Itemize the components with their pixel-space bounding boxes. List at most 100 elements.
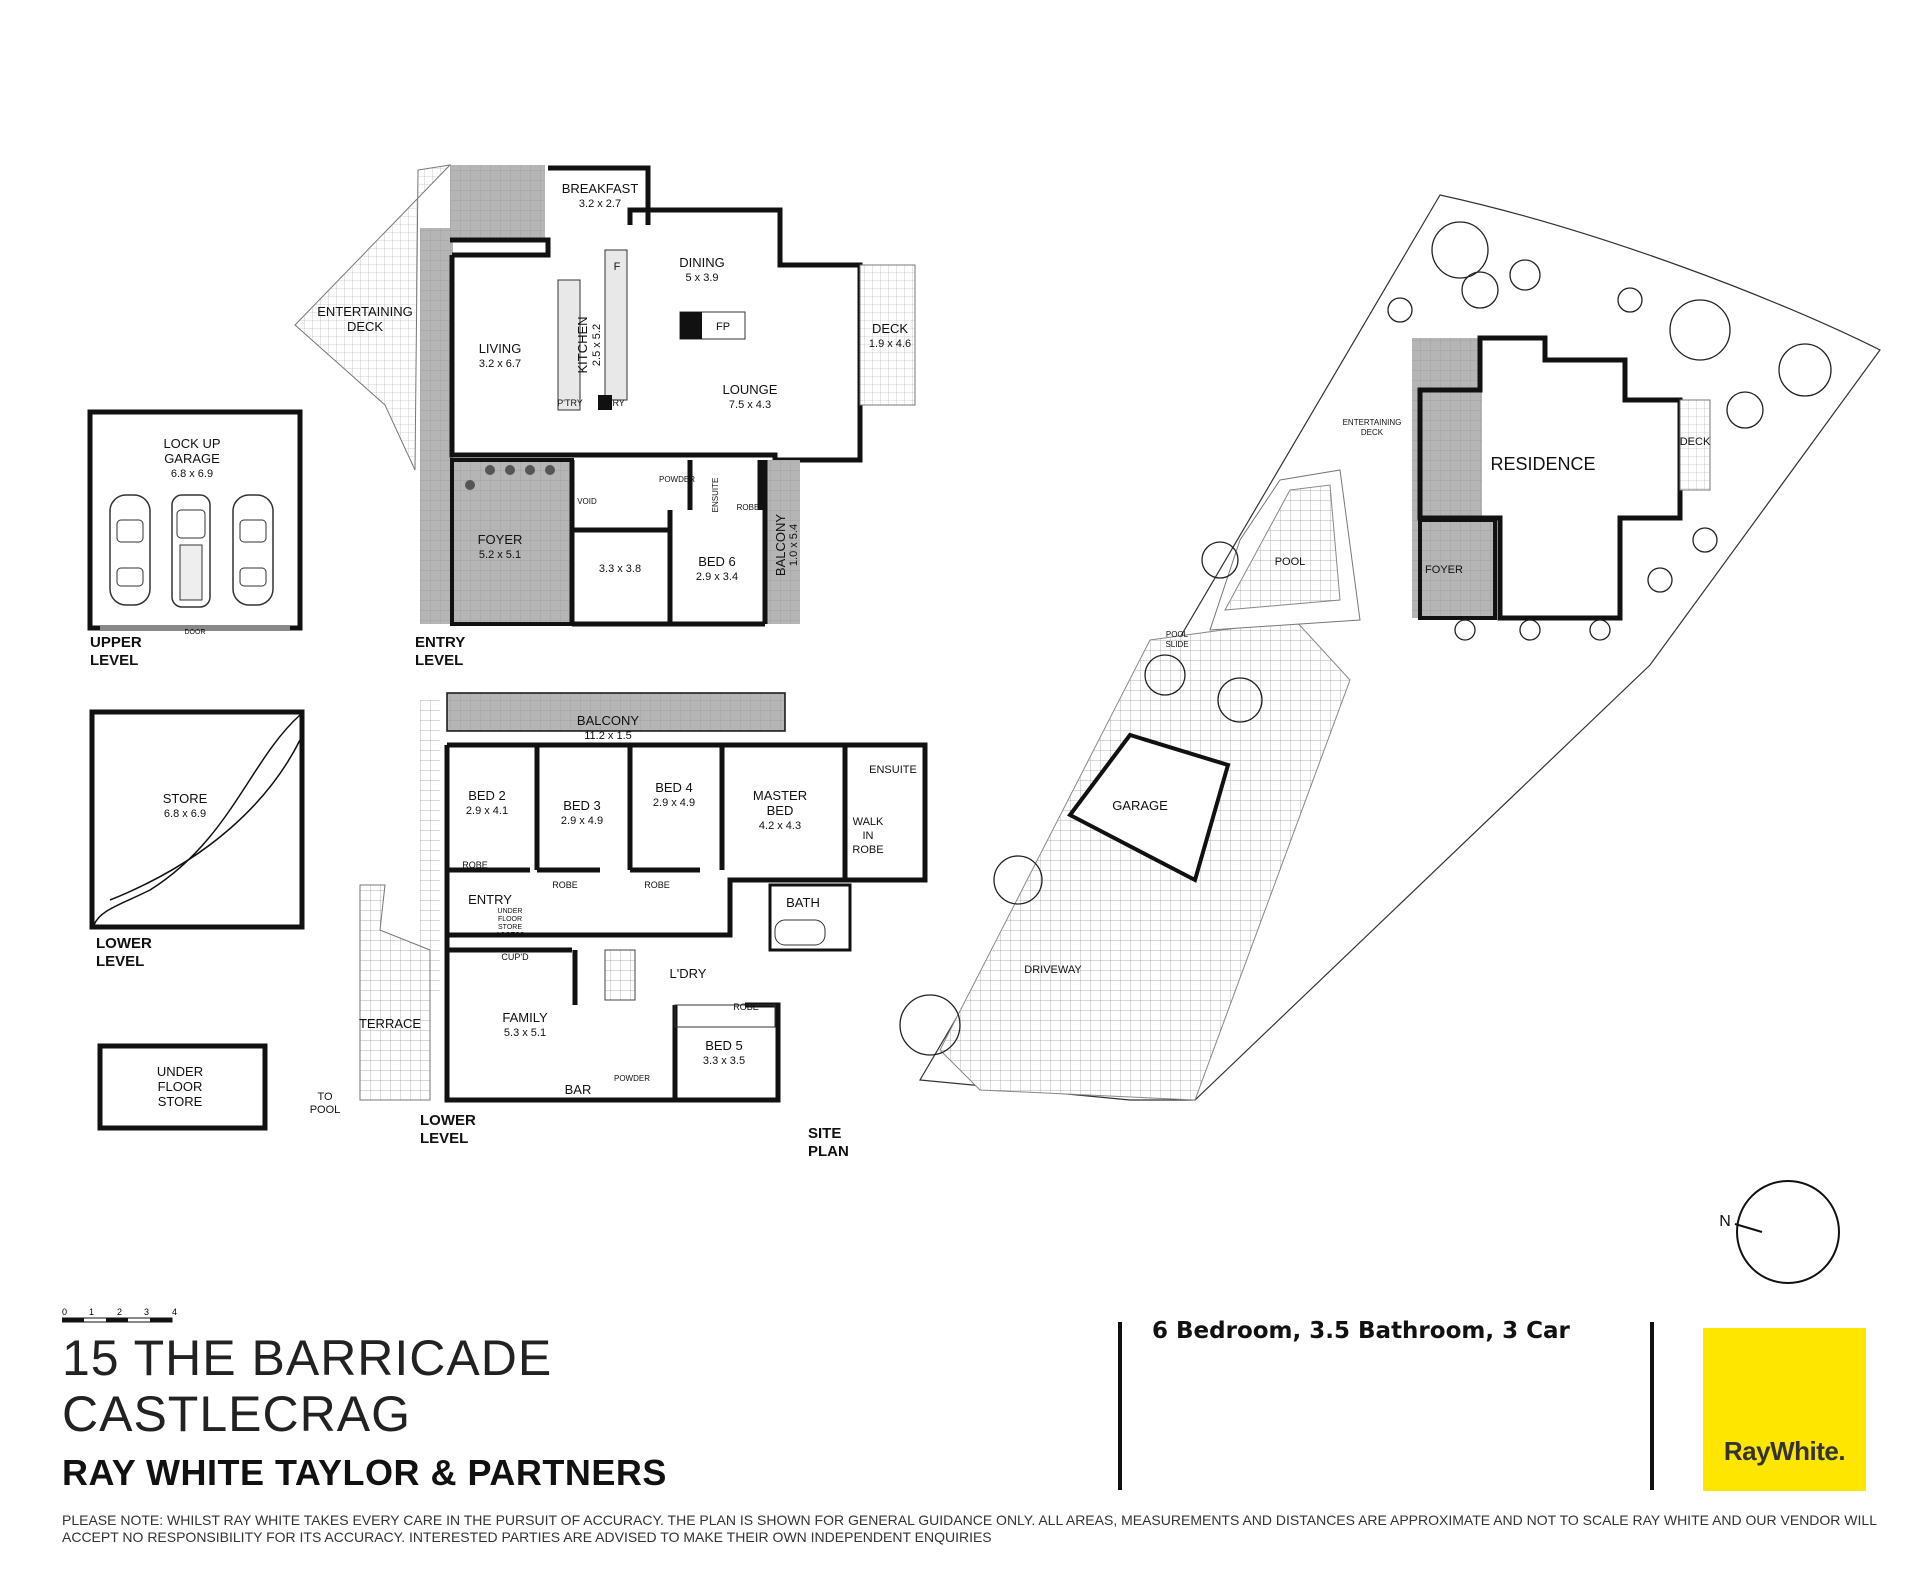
underfloor-store-label: UNDER [157, 1064, 203, 1079]
living-name: LIVING [479, 341, 522, 356]
ensuite-label: ENSUITE [711, 478, 720, 513]
powder-lower-label: POWDER [614, 1074, 650, 1083]
breakfast-name: BREAKFAST [562, 181, 639, 196]
driveway-label: DRIVEWAY [1024, 964, 1082, 976]
foyer-size: 5.2 x 5.1 [479, 549, 521, 561]
walk-in-robe-label-2: IN [863, 830, 874, 842]
breakfast-size: 3.2 x 2.7 [579, 198, 621, 210]
bed3-size: 2.9 x 4.9 [561, 815, 603, 827]
car-icon [109, 494, 151, 606]
entertaining-deck-name: ENTERTAINING [317, 304, 413, 319]
to-pool-label-2: POOL [310, 1104, 341, 1116]
robe-bed5-label: ROBE [733, 1002, 759, 1012]
scale-tick: 1 [89, 1307, 94, 1317]
kitchen-size: 2.5 x 5.2 [591, 324, 603, 366]
scale-bar: 0 1 2 3 4 [62, 1307, 177, 1323]
void-label: VOID [577, 497, 597, 506]
master-bed-name: MASTER [753, 788, 807, 803]
bed5-name: BED 5 [705, 1038, 743, 1053]
site-entertaining-deck-label: ENTERTAINING [1343, 418, 1402, 427]
lounge-name: LOUNGE [723, 382, 778, 397]
bed3-name: BED 3 [563, 798, 601, 813]
lower-level-main-label-2: LEVEL [420, 1130, 468, 1147]
scale-tick: 2 [117, 1307, 122, 1317]
entry-level-plan: BREAKFAST 3.2 x 2.7 DINING 5 x 3.9 ENTER… [294, 164, 916, 669]
foyer-name: FOYER [478, 532, 523, 547]
upper-level-label-2: LEVEL [90, 652, 138, 669]
entry-level-label: ENTRY [415, 634, 465, 651]
balcony-lower-name: BALCONY [577, 713, 639, 728]
walk-in-robe-label-3: ROBE [852, 844, 883, 856]
address-line-1: 15 THE BARRICADE [62, 1330, 553, 1386]
garage-size: 6.8 x 6.9 [171, 468, 213, 480]
pool-label: POOL [1275, 556, 1306, 568]
underfloor-access-label-4: ACCESS [496, 932, 525, 939]
site-plan-label-2: PLAN [808, 1143, 849, 1160]
balcony-lower-size: 11.2 x 1.5 [584, 730, 632, 742]
divider [1650, 1322, 1654, 1490]
car-icon [232, 494, 274, 606]
dining-name: DINING [679, 255, 725, 270]
address-line-2: CASTLECRAG [62, 1386, 411, 1442]
entry-level-label-2: LEVEL [415, 652, 463, 669]
underfloor-access-label-2: FLOOR [498, 916, 522, 923]
fireplace-label: FP [716, 321, 730, 333]
kitchen-name: KITCHEN [575, 316, 590, 373]
ray-white-logo: RayWhite. [1703, 1328, 1866, 1491]
bed2-size: 2.9 x 4.1 [466, 805, 508, 817]
fridge-label: F [614, 261, 621, 273]
divider [1118, 1322, 1122, 1490]
entry-lower-label: ENTRY [468, 892, 512, 907]
store-size: 6.8 x 6.9 [164, 808, 206, 820]
site-garage-label: GARAGE [1112, 798, 1168, 813]
property-summary: 6 Bedroom, 3.5 Bathroom, 3 Car [1152, 1318, 1570, 1344]
garage-name-2: GARAGE [164, 451, 220, 466]
agency-name: RAY WHITE TAYLOR & PARTNERS [62, 1452, 667, 1493]
north-label: N [1719, 1213, 1731, 1230]
site-plan-label: SITE [808, 1125, 841, 1142]
ensuite-lower-label: ENSUITE [869, 764, 917, 776]
dining-size: 5 x 3.9 [685, 272, 718, 284]
store-name: STORE [163, 791, 208, 806]
bath-label: BATH [786, 895, 820, 910]
bar-label: BAR [565, 1082, 592, 1097]
bed2-name: BED 2 [468, 788, 506, 803]
scale-tick: 3 [144, 1307, 149, 1317]
site-foyer-label: FOYER [1425, 564, 1463, 576]
lower-level-plan: BALCONY 11.2 x 1.5 BED 2 2.9 x 4.1 BED 3… [310, 692, 928, 1147]
walk-in-robe-label: WALK [853, 816, 884, 828]
tree-icon [899, 221, 1832, 1056]
scale-tick: 4 [172, 1307, 177, 1317]
site-deck-label: DECK [1680, 436, 1711, 448]
garage-name: LOCK UP [163, 436, 220, 451]
upper-level-label: UPPER [90, 634, 142, 651]
lower-level-main-label: LOWER [420, 1112, 476, 1129]
to-pool-label: TO [317, 1091, 333, 1103]
entertaining-deck-name-2: DECK [347, 319, 383, 334]
site-entertaining-deck-label-2: DECK [1361, 428, 1384, 437]
family-size: 5.3 x 5.1 [504, 1027, 546, 1039]
property-title-block: 15 THE BARRICADE CASTLECRAG RAY WHITE TA… [62, 1330, 667, 1494]
pool-slide-label-2: SLIDE [1165, 640, 1188, 649]
site-plan: RESIDENCE ENTERTAINING DECK DECK POOL PO… [808, 194, 1881, 1160]
room-size: 3.3 x 3.8 [599, 563, 641, 575]
underfloor-store-label-2: FLOOR [158, 1079, 203, 1094]
bed4-name: BED 4 [655, 780, 693, 795]
car-icon [171, 494, 211, 608]
bed6-size: 2.9 x 3.4 [696, 571, 738, 583]
lounge-size: 7.5 x 4.3 [729, 399, 771, 411]
lower-level-label: LOWER [96, 935, 152, 952]
bed4-size: 2.9 x 4.9 [653, 797, 695, 809]
pool-slide-label: POOL [1166, 630, 1189, 639]
family-name: FAMILY [502, 1010, 548, 1025]
lower-level-store: STORE 6.8 x 6.9 LOWER LEVEL UNDER FLOOR … [89, 709, 305, 1131]
underfloor-store-label-3: STORE [158, 1094, 203, 1109]
robe-bed4-label: ROBE [644, 880, 670, 890]
deck-name: DECK [872, 321, 908, 336]
cupd-label: CUP'D [501, 952, 529, 962]
balcony-name: BALCONY [773, 514, 788, 576]
bed6-name: BED 6 [698, 554, 736, 569]
robe-label: ROBE [737, 503, 760, 512]
robe-bed3-label: ROBE [552, 880, 578, 890]
master-bed-name-2: BED [767, 803, 794, 818]
